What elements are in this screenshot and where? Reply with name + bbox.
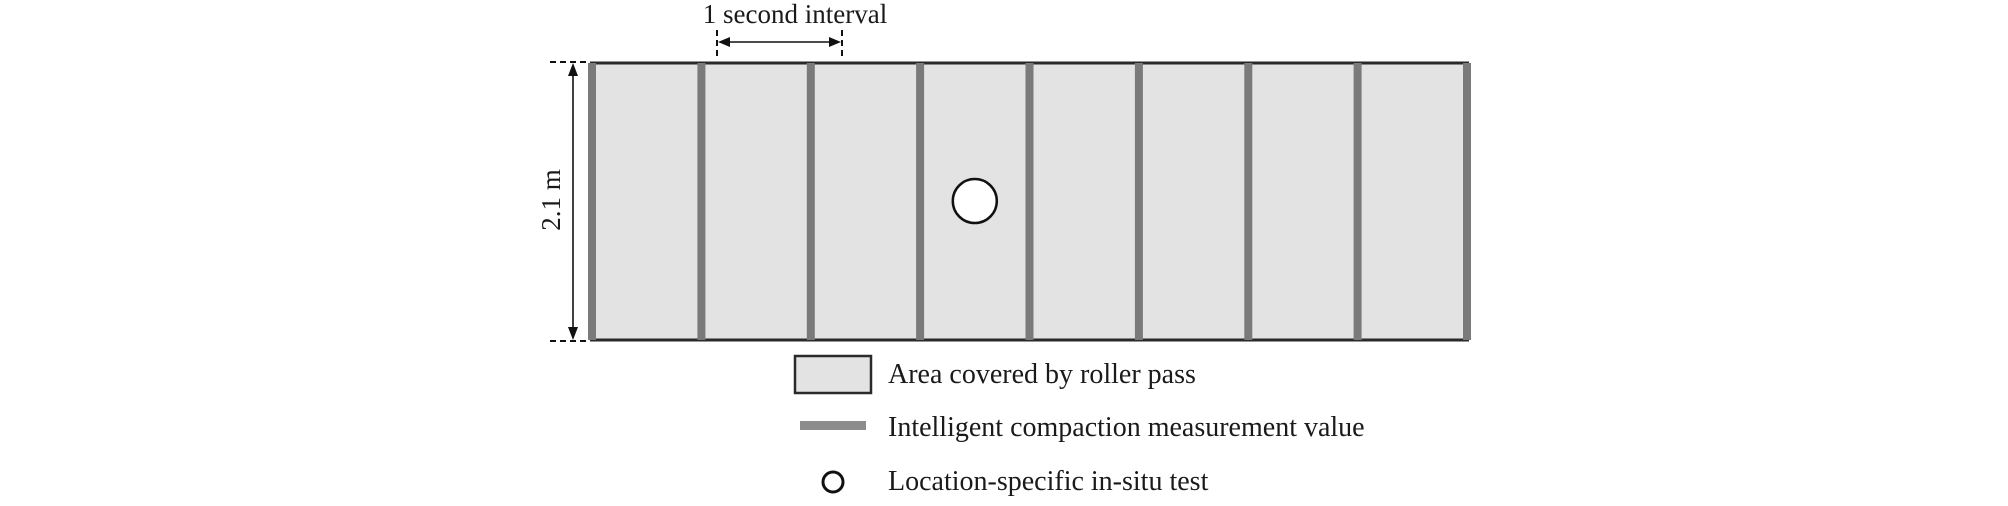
measurement-line xyxy=(1025,63,1034,340)
measurement-line xyxy=(806,63,815,340)
width-label: 2.1 m xyxy=(536,169,566,231)
interval-dimension: 1 second interval xyxy=(703,0,887,58)
test-circle-icon xyxy=(821,470,845,494)
legend: Area covered by roller pass Intelligent … xyxy=(793,354,1365,497)
interval-arrow-left-head xyxy=(718,37,730,47)
measurement-line xyxy=(1463,63,1471,340)
interval-label: 1 second interval xyxy=(703,0,887,29)
measurement-line xyxy=(1244,63,1253,340)
legend-label-measurement: Intelligent compaction measurement value xyxy=(888,412,1365,443)
legend-label-area: Area covered by roller pass xyxy=(888,359,1196,390)
area-swatch-icon xyxy=(793,354,873,395)
measurement-line xyxy=(697,63,706,340)
interval-arrow-right-head xyxy=(829,37,841,47)
measurement-line xyxy=(1353,63,1362,340)
width-arrow-top-head xyxy=(568,63,578,76)
legend-item-measurement: Intelligent compaction measurement value xyxy=(800,412,1365,443)
measurement-lines-group xyxy=(588,63,1471,340)
measurement-line xyxy=(916,63,925,340)
width-dimension: 2.1 m xyxy=(536,61,586,342)
measurement-line-icon xyxy=(800,421,866,430)
measurement-line xyxy=(588,63,596,340)
legend-item-area: Area covered by roller pass xyxy=(793,354,1196,395)
legend-label-test: Location-specific in-situ test xyxy=(888,466,1209,497)
width-arrow-bottom-head xyxy=(568,327,578,340)
legend-item-test: Location-specific in-situ test xyxy=(821,466,1209,497)
measurement-line xyxy=(1134,63,1143,340)
in-situ-test-marker xyxy=(951,177,999,225)
